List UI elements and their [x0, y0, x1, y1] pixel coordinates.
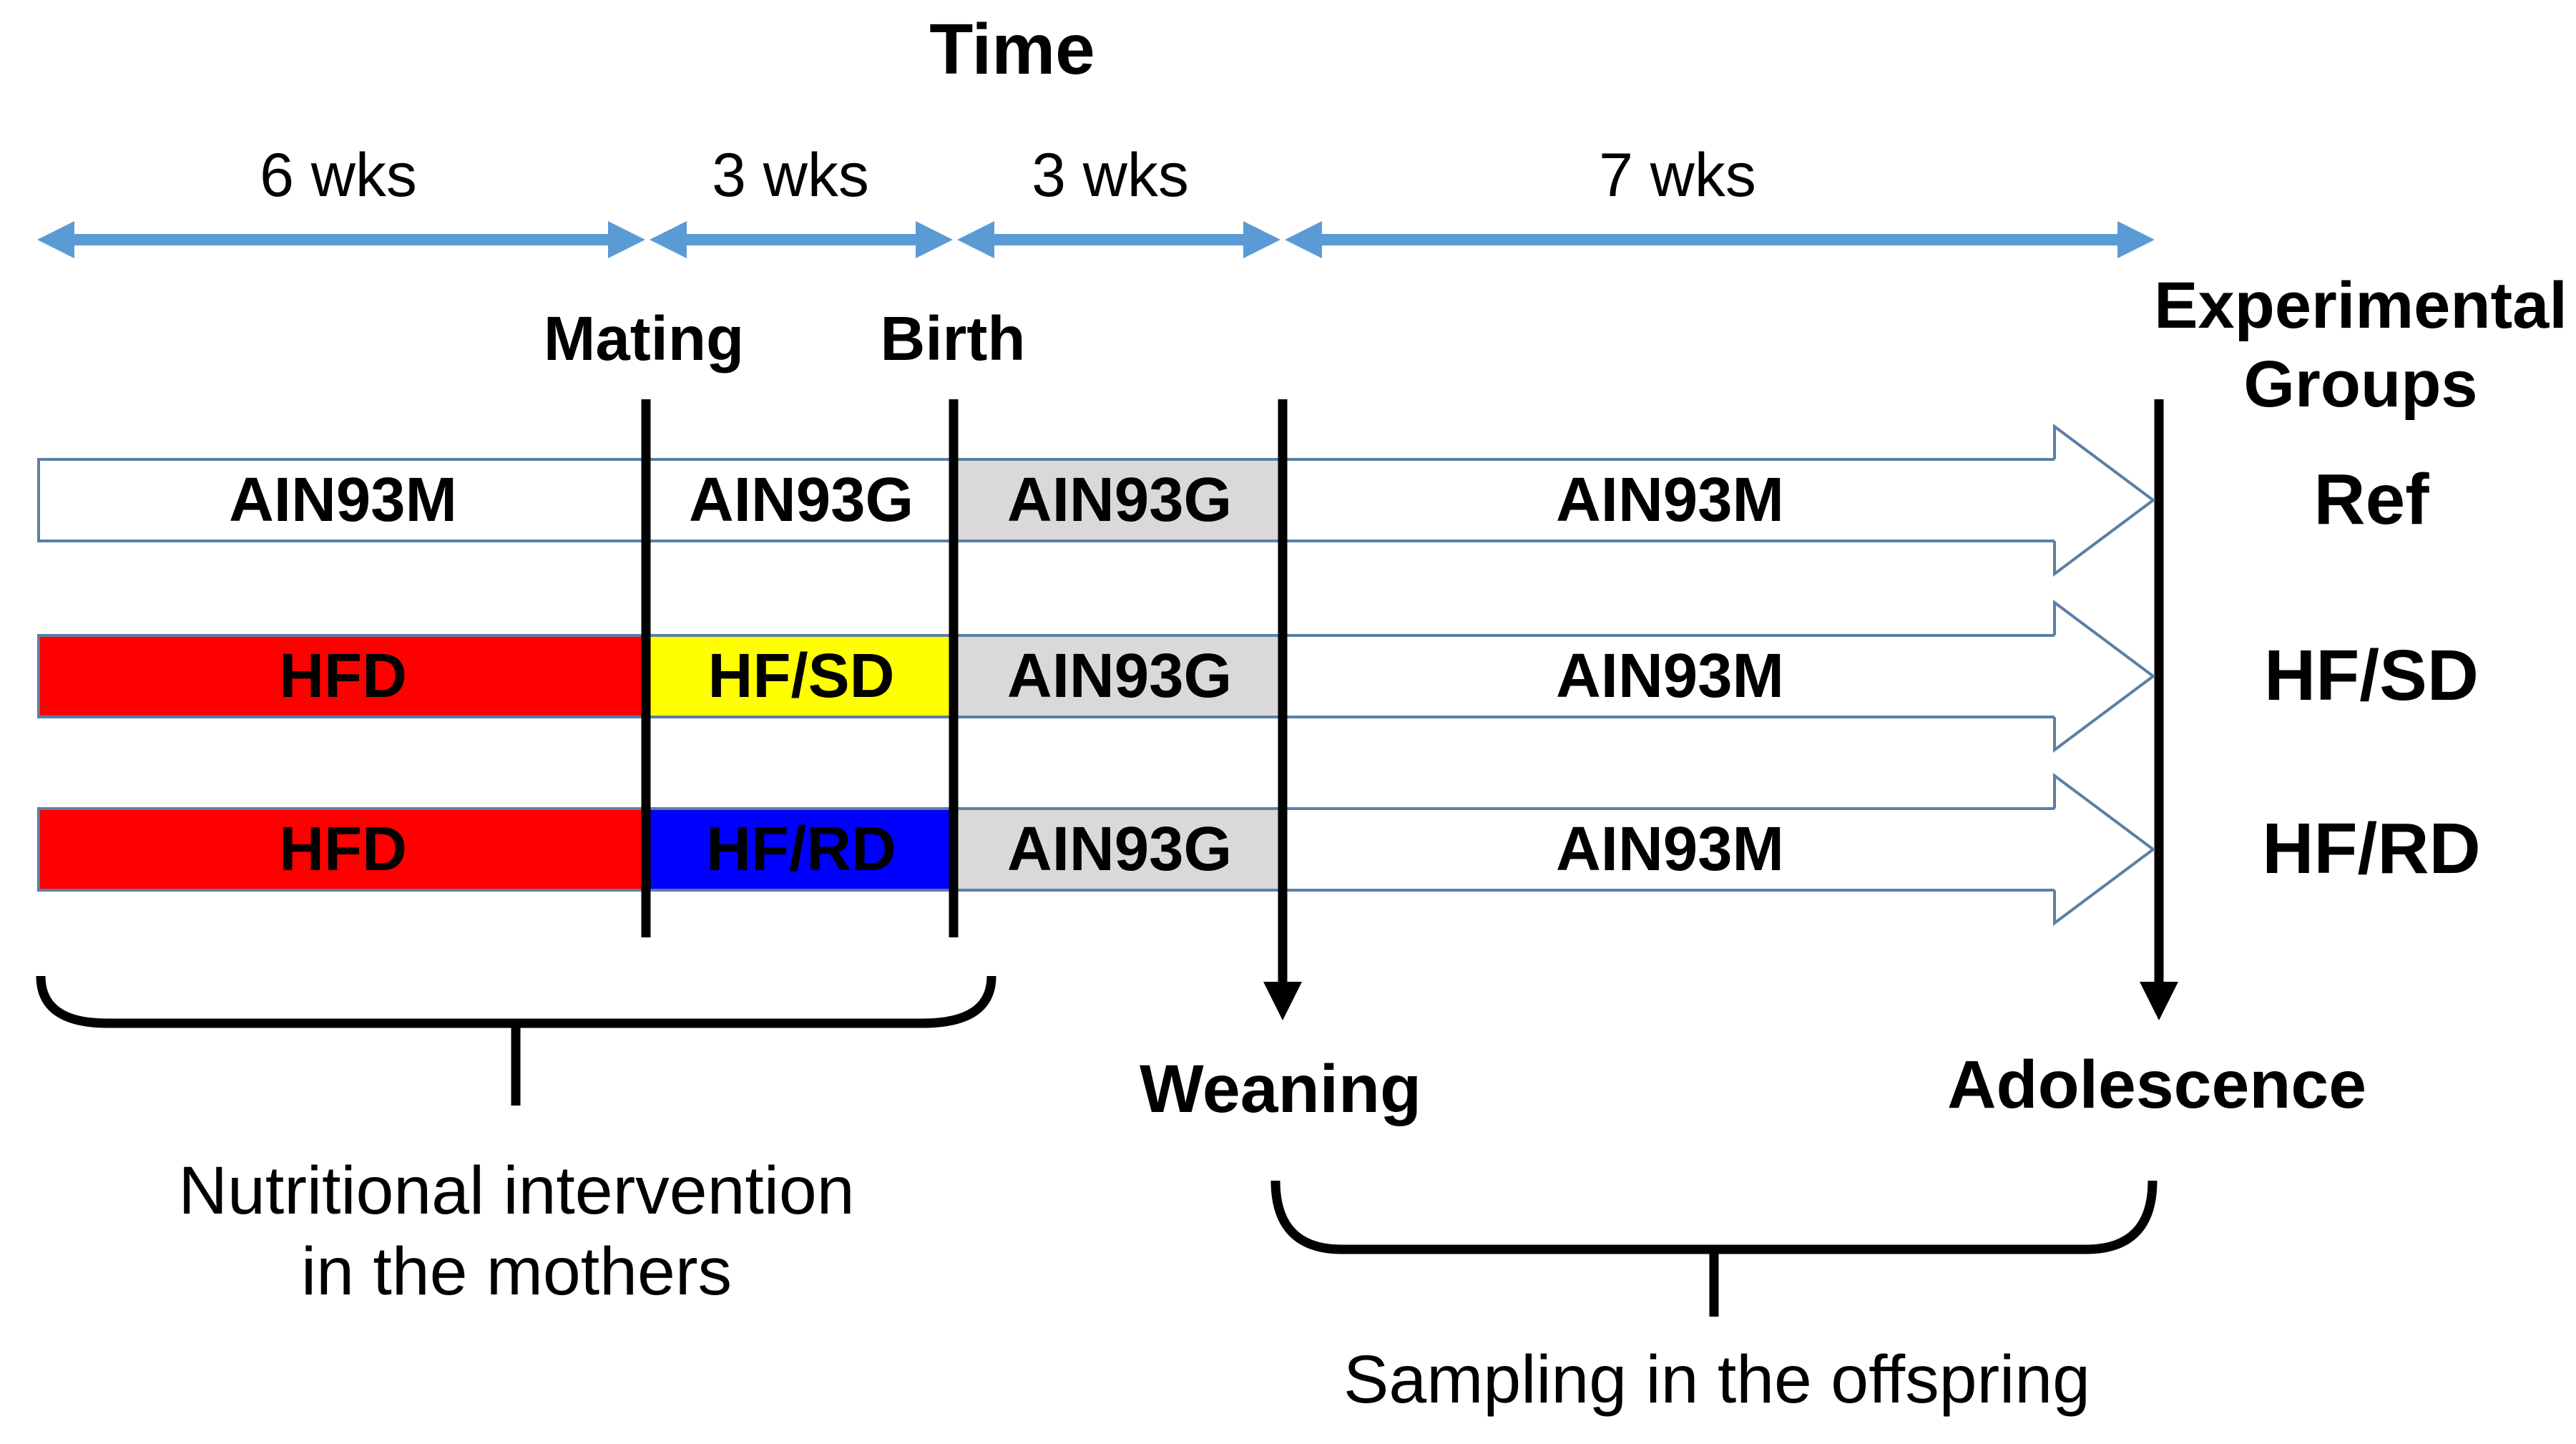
mothers-note-line2: in the mothers: [301, 1234, 732, 1309]
row-arrowhead-icon: [2053, 600, 2156, 753]
diet-segment-label: AIN93M: [1555, 465, 1785, 535]
down-arrowhead-icon: [1263, 982, 1302, 1020]
group-label-ref: Ref: [2313, 459, 2429, 540]
diet-segment: HFD: [37, 634, 646, 718]
diagram-title: Time: [929, 9, 1095, 89]
offspring-sampling-note: Sampling in the offspring: [1343, 1342, 2090, 1418]
offspring-bracket: [1270, 1180, 2158, 1317]
diet-segment-label: AIN93M: [1555, 814, 1785, 884]
arrowhead-right-icon: [2117, 221, 2155, 258]
arrowhead-left-icon: [37, 221, 74, 258]
diet-segment: AIN93G: [954, 458, 1283, 542]
diet-segment: HFD: [37, 807, 646, 892]
diet-row-hfrd: HFD HF/RD AIN93G AIN93M: [37, 807, 2055, 892]
diet-segment-label: HF/SD: [707, 641, 895, 711]
interval-label-6wks: 6 wks: [260, 141, 417, 210]
mating-label: Mating: [543, 304, 745, 374]
arrowhead-left-icon: [1285, 221, 1322, 258]
diet-segment-label: AIN93G: [1007, 465, 1233, 535]
interval-label-3wks-lactation: 3 wks: [1032, 141, 1189, 210]
diet-segment: AIN93M: [1283, 634, 2055, 718]
arrowhead-right-icon: [916, 221, 953, 258]
mothers-note-line1: Nutritional intervention: [178, 1153, 855, 1229]
weaning-label: Weaning: [1139, 1051, 1422, 1127]
diet-segment: HF/SD: [646, 634, 954, 718]
diet-segment-label: AIN93G: [688, 465, 914, 535]
interval-label-7wks: 7 wks: [1599, 141, 1756, 210]
adolescence-arrow: [2140, 399, 2178, 1020]
arrowhead-left-icon: [957, 221, 994, 258]
diet-segment: HF/RD: [646, 807, 954, 892]
diet-row-hfsd: HFD HF/SD AIN93G AIN93M: [37, 634, 2055, 718]
experimental-groups-line1: Experimental: [2154, 269, 2567, 342]
diet-segment-label: HFD: [279, 814, 407, 884]
interval-label-3wks-gestation: 3 wks: [712, 141, 869, 210]
group-label-hfrd: HF/RD: [2262, 809, 2481, 889]
arrowhead-right-icon: [1243, 221, 1280, 258]
diet-segment-label: AIN93M: [228, 465, 458, 535]
diet-segment-label: AIN93M: [1555, 641, 1785, 711]
diet-segment: AIN93G: [954, 634, 1283, 718]
adolescence-label: Adolescence: [1946, 1047, 2367, 1123]
arrowhead-right-icon: [608, 221, 645, 258]
diet-segment-label: HF/RD: [706, 814, 896, 884]
row-arrowhead-icon: [2053, 773, 2156, 926]
diet-segment: AIN93M: [1283, 458, 2055, 542]
time-interval-arrow-3wks-gestation: [650, 221, 953, 258]
diet-segment-label: AIN93G: [1007, 814, 1233, 884]
experimental-groups-line2: Groups: [2243, 348, 2478, 421]
diet-segment: AIN93M: [1283, 807, 2055, 892]
row-arrowhead-icon: [2053, 424, 2156, 577]
diet-row-ref: AIN93M AIN93G AIN93G AIN93M: [37, 458, 2055, 542]
diet-segment: AIN93G: [646, 458, 954, 542]
experimental-groups-header: Experimental Groups: [2154, 266, 2567, 424]
birth-label: Birth: [880, 304, 1026, 374]
diet-segment-label: AIN93G: [1007, 641, 1233, 711]
arrowhead-left-icon: [650, 221, 687, 258]
diet-segment-label: HFD: [279, 641, 407, 711]
mothers-bracket: [36, 975, 996, 1106]
diet-segment: AIN93G: [954, 807, 1283, 892]
group-label-hfsd: HF/SD: [2264, 635, 2479, 716]
down-arrowhead-icon: [2140, 982, 2178, 1020]
mothers-intervention-note: Nutritional intervention in the mothers: [178, 1151, 854, 1312]
diet-segment: AIN93M: [37, 458, 646, 542]
time-interval-arrow-7wks: [1285, 221, 2155, 258]
time-interval-arrow-6wks: [37, 221, 645, 258]
time-interval-arrow-3wks-lactation: [957, 221, 1280, 258]
